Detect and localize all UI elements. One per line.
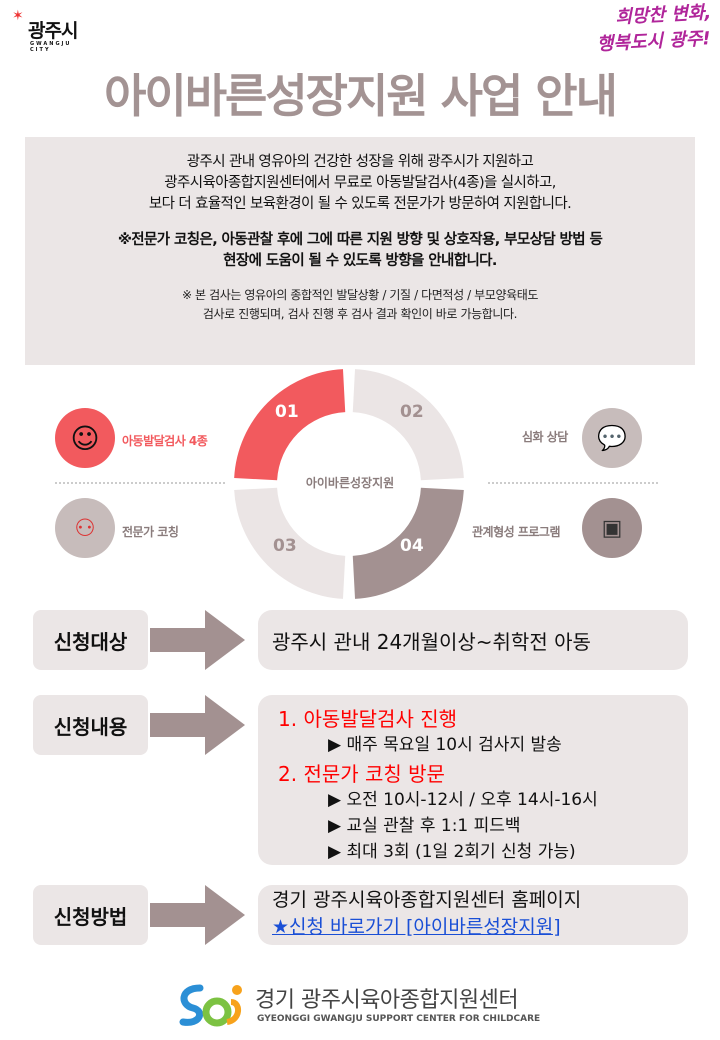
intro-bold-line: ※전문가 코칭은, 아동관찰 후에 그에 따른 지원 방향 및 상호작용, 부모… [117, 232, 603, 248]
child-face-icon: ☺ [55, 408, 115, 468]
logo-text: 광주시 [28, 20, 78, 42]
intro-note: 검사로 진행되며, 검사 진행 후 검사 결과 확인이 바로 가능합니다. [202, 307, 518, 321]
item-label: 전문가 코칭 [122, 525, 179, 539]
step-number: 02 [400, 402, 424, 422]
chat-bubble-icon: 💬 [582, 408, 642, 468]
footer-logo: 경기 광주시육아종합지원센터 GYEONGGI GWANGJU SUPPORT … [175, 978, 555, 1033]
arrow-right-icon [150, 695, 245, 755]
apply-link[interactable]: ★신청 바로가기 [아이바른성장지원] [272, 916, 561, 938]
method-text: 경기 광주시육아종합지원센터 홈페이지 [272, 889, 582, 911]
row-label-content: 신청내용 [33, 695, 148, 755]
arrow-right-icon [150, 885, 245, 945]
logo-figure-icon: ✶ [12, 8, 24, 24]
footer-title: 경기 광주시육아종합지원센터 [255, 988, 519, 1013]
slogan: 희망찬 변화, 행복도시 광주! [561, 0, 714, 60]
cycle-center-label: 아이바른성장지원 [305, 476, 395, 490]
content-item-title: 1. 아동발달검사 진행 [278, 707, 457, 731]
step-number: 04 [400, 536, 424, 556]
intro-box: 광주시 관내 영유아의 건강한 성장을 위해 광주시가 지원하고 광주시육아종합… [25, 137, 695, 365]
content-item-detail: ▶ 교실 관찰 후 1:1 피드백 [328, 816, 521, 836]
intro-line: 광주시육아종합지원센터에서 무료로 아동발달검사(4종)을 실시하고, [164, 175, 556, 191]
row-label-method: 신청방법 [33, 885, 148, 945]
divider [55, 482, 225, 484]
item-label: 관계형성 프로그램 [472, 525, 561, 539]
divider [488, 482, 658, 484]
item-label: 아동발달검사 4종 [122, 434, 208, 448]
intro-bold-line: 현장에 도움이 될 수 있도록 방향을 안내합니다. [223, 253, 497, 269]
gwangju-city-logo: ✶ 광주시 GWANGJU CITY [12, 8, 92, 53]
logo-subtext: GWANGJU CITY [30, 41, 72, 53]
step-01-segment [234, 369, 346, 481]
intro-line: 광주시 관내 영유아의 건강한 성장을 위해 광주시가 지원하고 [186, 154, 534, 170]
content-item-title: 2. 전문가 코칭 방문 [278, 762, 445, 786]
intro-note: ※ 본 검사는 영유아의 종합적인 발달상황 / 기질 / 다면적성 / 부모양… [181, 288, 539, 302]
childcare-center-logo-icon [179, 984, 242, 1027]
item-label: 심화 상담 [522, 430, 568, 444]
intro-line: 보다 더 효율적인 보육환경이 될 수 있도록 전문가가 방문하여 지원합니다. [148, 196, 572, 212]
row-content-target: 광주시 관내 24개월이상~취학전 아동 [258, 610, 688, 670]
arrow-right-icon [150, 610, 245, 670]
footer-subtitle: GYEONGGI GWANGJU SUPPORT CENTER FOR CHIL… [257, 1014, 541, 1024]
step-02-segment [352, 369, 464, 481]
content-item-detail: ▶ 오전 10시-12시 / 오후 14시-16시 [328, 790, 598, 810]
row-label-target: 신청대상 [33, 610, 148, 670]
row-content-details: 1. 아동발달검사 진행 ▶ 매주 목요일 10시 검사지 발송 2. 전문가 … [258, 695, 688, 865]
step-number: 01 [275, 402, 299, 422]
row-content-method: 경기 광주시육아종합지원센터 홈페이지 ★신청 바로가기 [아이바른성장지원] [258, 885, 688, 945]
page-title: 아이바른성장지원 사업 안내 [104, 69, 618, 123]
content-item-detail: ▶ 매주 목요일 10시 검사지 발송 [328, 735, 562, 755]
content-item-detail: ▶ 최대 3회 (1일 2회기 신청 가능) [328, 842, 576, 862]
classroom-icon: ▣ [582, 498, 642, 558]
step-04-segment [352, 487, 464, 599]
process-diagram: 아이바른성장지원 01 02 03 04 ☺ 아동발달검사 4종 💬 심화 상담… [0, 368, 720, 603]
coach-person-icon: ⚇ [55, 498, 115, 558]
step-03-segment [234, 487, 346, 599]
cycle-svg [234, 369, 464, 599]
step-number: 03 [273, 536, 297, 556]
